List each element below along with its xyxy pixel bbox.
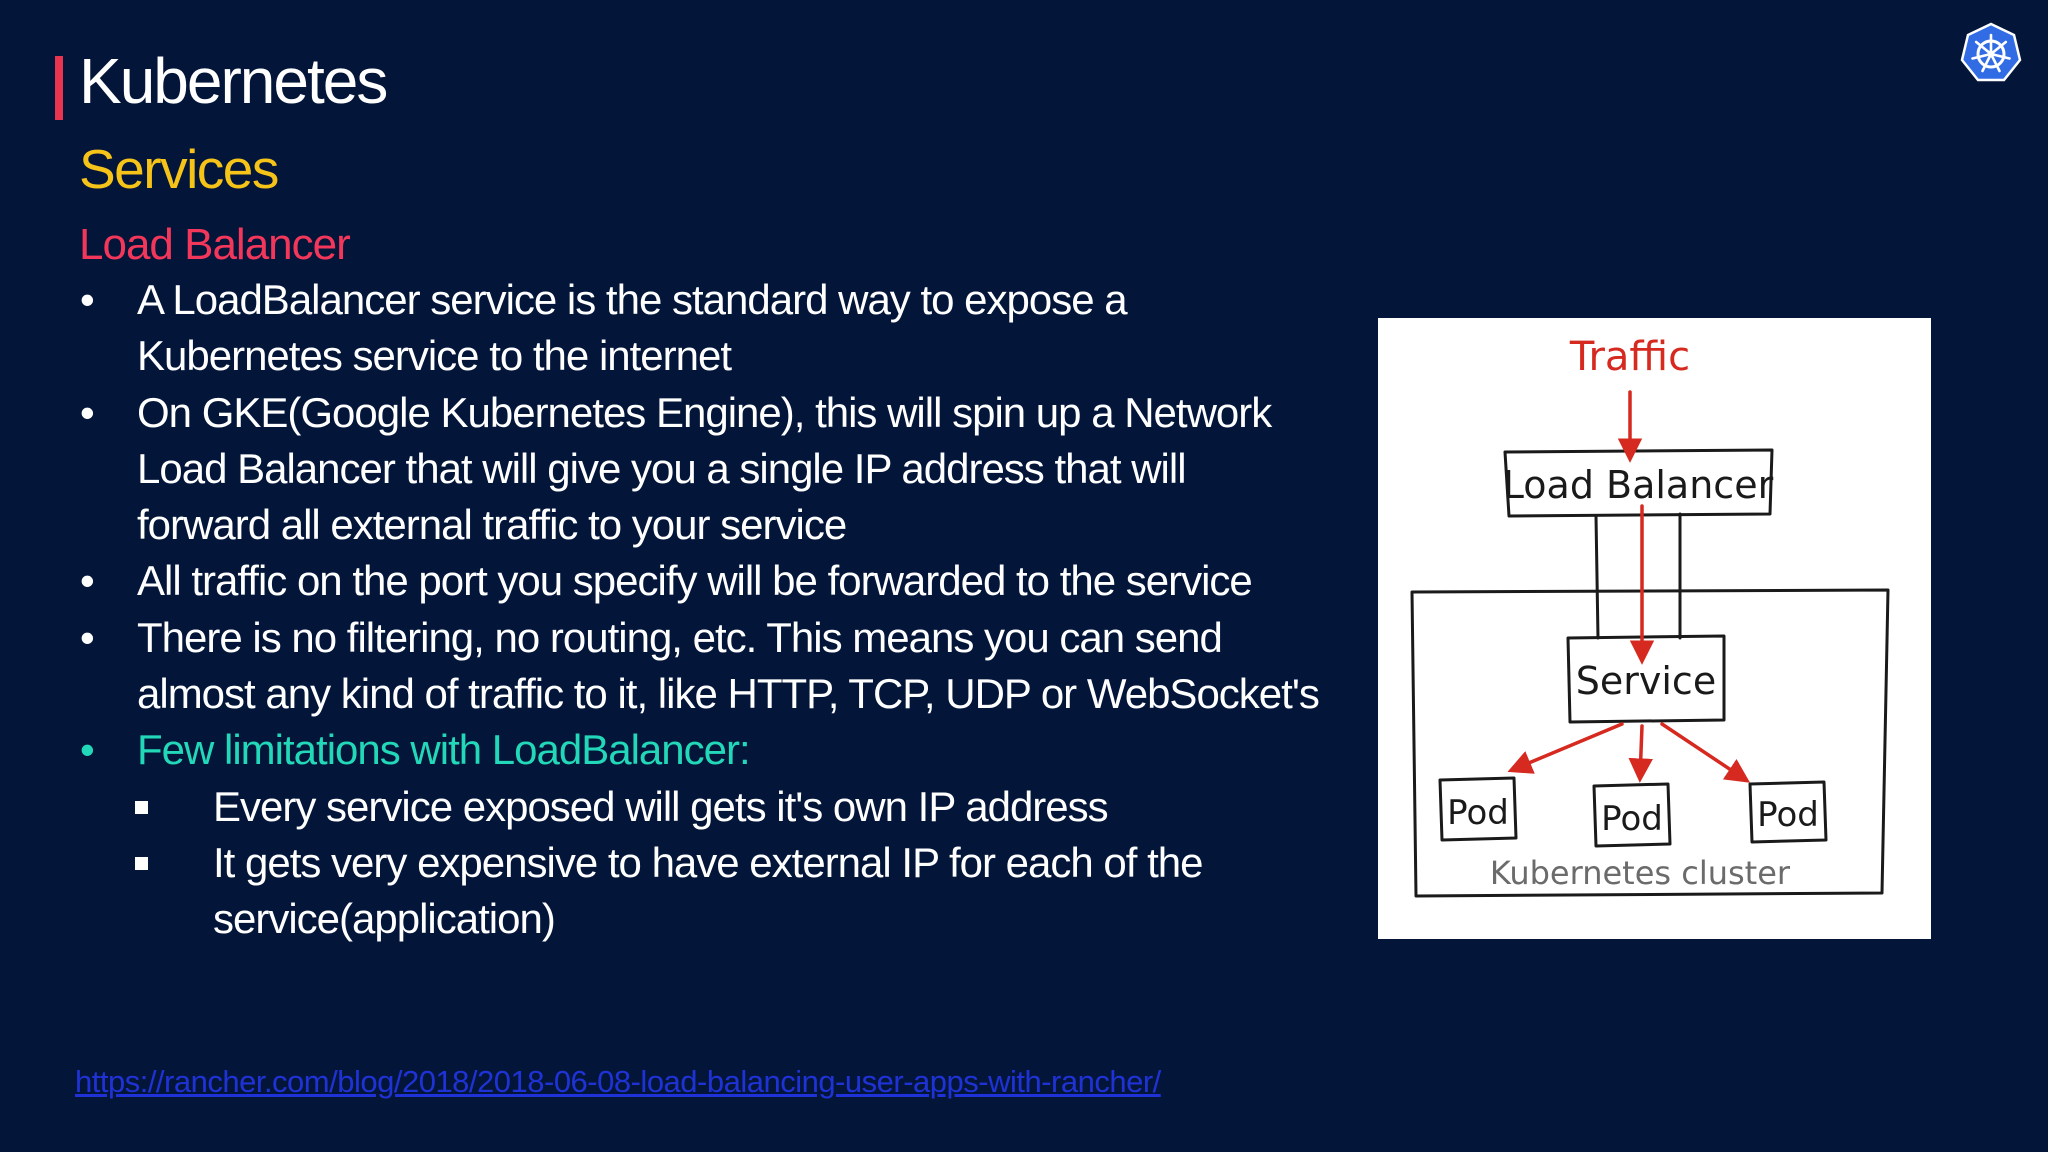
sub-bullet-item: It gets very expensive to have external … <box>79 835 1329 948</box>
connector-line <box>1594 514 1600 640</box>
load-balancer-box <box>1503 448 1774 518</box>
service-box <box>1566 634 1726 724</box>
pod-box <box>1438 776 1518 842</box>
sub-bullet-text: Every service exposed will gets it's own… <box>213 782 1109 830</box>
bullet-text: All traffic on the port you specify will… <box>137 557 1253 605</box>
pod-label: Pod <box>1757 795 1819 835</box>
bullet-dot: • <box>80 726 95 774</box>
sub-bullet-list: Every service exposed will gets it's own… <box>79 779 1329 948</box>
sub-bullet-text: It gets very expensive to have external … <box>213 838 1203 943</box>
load-balancer-label: Load Balancer <box>1503 463 1774 507</box>
pod-label: Pod <box>1447 793 1509 833</box>
kubernetes-helm-icon <box>1960 22 2022 84</box>
traffic-label: Traffic <box>1569 334 1690 380</box>
bullet-text: A LoadBalancer service is the standard w… <box>137 276 1128 380</box>
slide-title: Kubernetes <box>79 45 388 117</box>
traffic-arrow <box>1660 722 1751 783</box>
pod-label: Pod <box>1601 799 1663 839</box>
pod-box <box>1748 780 1828 844</box>
load-balancer-diagram: Traffic Load Balancer Service Pod Pod Po… <box>1378 318 1931 939</box>
cluster-label: Kubernetes cluster <box>1490 854 1791 892</box>
sub-bullet-item: Every service exposed will gets it's own… <box>79 779 1329 835</box>
source-link[interactable]: https://rancher.com/blog/2018/2018-06-08… <box>75 1064 1161 1099</box>
bullet-text: On GKE(Google Kubernetes Engine), this w… <box>137 388 1272 549</box>
bullet-item: • All traffic on the port you specify wi… <box>79 553 1329 609</box>
bullet-item: • There is no filtering, no routing, etc… <box>79 610 1329 723</box>
traffic-arrow <box>1507 722 1624 774</box>
bullet-dot: • <box>80 388 95 436</box>
bullet-item: • A LoadBalancer service is the standard… <box>79 272 1329 385</box>
bullet-dot: • <box>80 276 95 323</box>
bullet-item: • On GKE(Google Kubernetes Engine), this… <box>79 385 1329 554</box>
section-heading: Load Balancer <box>79 220 351 269</box>
service-label: Service <box>1576 659 1716 703</box>
bullet-dot: • <box>80 613 95 661</box>
bullet-list: • A LoadBalancer service is the standard… <box>79 272 1329 948</box>
diagram-svg: Traffic Load Balancer Service Pod Pod Po… <box>1410 334 1890 898</box>
traffic-arrow <box>1628 724 1653 783</box>
bullet-dot: • <box>80 557 95 605</box>
pod-box <box>1592 782 1672 848</box>
bullet-text: Few limitations with LoadBalancer: <box>137 726 751 774</box>
title-accent-bar <box>55 56 63 120</box>
bullet-item-limitations: • Few limitations with LoadBalancer: Eve… <box>79 722 1329 947</box>
bullet-text: There is no filtering, no routing, etc. … <box>137 613 1320 718</box>
slide-subtitle: Services <box>79 138 279 200</box>
cluster-box <box>1410 588 1890 898</box>
